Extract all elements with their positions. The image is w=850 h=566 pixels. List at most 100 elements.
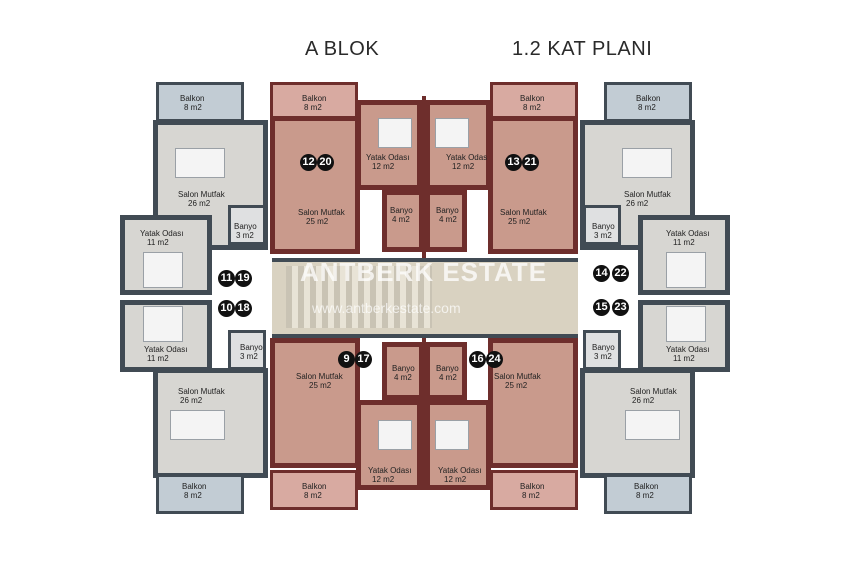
- bathroom-top-left-red: [382, 190, 424, 252]
- block-title: A BLOK: [305, 38, 380, 60]
- balcony-bottom-right-grey: [604, 474, 692, 514]
- salon-label: Salon Mutfak: [296, 372, 343, 381]
- apartment-number-badge: 9: [338, 351, 355, 368]
- apartment-number-badge: 15: [593, 299, 610, 316]
- bedroom-size: 11 m2: [673, 238, 695, 247]
- salon-bottom-right-red: [488, 338, 578, 468]
- bathroom-top-left-grey: [228, 205, 266, 245]
- dining-table: [175, 148, 225, 178]
- salon-label: Salon Mutfak: [630, 387, 677, 396]
- balcony-size: 8 m2: [522, 491, 540, 500]
- dining-table: [622, 148, 672, 178]
- bedroom-label: Yatak Odası: [666, 345, 710, 354]
- balcony-bottom-left-grey: [156, 474, 244, 514]
- apartment-number-badge: 12: [300, 154, 317, 171]
- bedroom-label: Yatak Odası: [438, 466, 482, 475]
- bedroom-size: 12 m2: [452, 162, 475, 171]
- apartment-number-badge: 23: [612, 299, 629, 316]
- apartment-number-badge: 20: [317, 154, 334, 171]
- balcony-label: Balkon: [520, 94, 545, 103]
- salon-size: 25 m2: [306, 217, 329, 226]
- bath-label: Banyo: [436, 364, 459, 373]
- apartment-number-badge: 16: [469, 351, 486, 368]
- balcony-size: 8 m2: [304, 491, 322, 500]
- bed: [378, 420, 412, 450]
- apartment-number-badge: 22: [612, 265, 629, 282]
- bathroom-top-right-red: [425, 190, 467, 252]
- dining-table: [625, 410, 680, 440]
- salon-label: Salon Mutfak: [178, 387, 225, 396]
- balcony-size: 8 m2: [184, 103, 202, 112]
- balcony-label: Balkon: [180, 94, 205, 103]
- salon-top-left-red: [270, 116, 360, 254]
- bedroom-size: 11 m2: [147, 238, 169, 247]
- bathroom-bottom-left-red: [382, 342, 424, 400]
- bathroom-bottom-left-grey: [228, 330, 266, 370]
- apartment-number-badge: 10: [218, 300, 235, 317]
- balcony-label: Balkon: [520, 482, 545, 491]
- bedroom-top-left-red: [356, 100, 422, 190]
- bedroom-size: 11 m2: [673, 354, 695, 363]
- balcony-label: Balkon: [634, 482, 659, 491]
- bath-label: Banyo: [592, 343, 615, 352]
- bath-label: Banyo: [390, 206, 413, 215]
- bed: [666, 252, 706, 288]
- bathroom-top-right-grey: [583, 205, 621, 245]
- bedroom-size: 12 m2: [372, 162, 395, 171]
- salon-top-right-red: [488, 116, 578, 254]
- bedroom-label: Yatak Odası: [144, 345, 188, 354]
- bed: [666, 306, 706, 342]
- salon-label: Salon Mutfak: [298, 208, 345, 217]
- balcony-size: 8 m2: [636, 491, 654, 500]
- salon-size: 26 m2: [632, 396, 655, 405]
- balcony-top-left-red: [270, 82, 358, 120]
- apartment-number-badge: 13: [505, 154, 522, 171]
- bathroom-bottom-right-red: [425, 342, 467, 400]
- apartment-number-badge: 11: [218, 270, 235, 287]
- apartment-number-badge: 21: [522, 154, 539, 171]
- bath-size: 3 m2: [236, 231, 254, 240]
- bed: [143, 306, 183, 342]
- bath-size: 3 m2: [240, 352, 258, 361]
- bath-size: 4 m2: [439, 373, 457, 382]
- apartment-number-badge: 14: [593, 265, 610, 282]
- bedroom-label: Yatak Odası: [666, 229, 710, 238]
- dining-table: [170, 410, 225, 440]
- bath-size: 3 m2: [594, 352, 612, 361]
- party-wall: [422, 96, 426, 258]
- bath-size: 4 m2: [439, 215, 457, 224]
- bath-label: Banyo: [436, 206, 459, 215]
- salon-label: Salon Mutfak: [494, 372, 541, 381]
- salon-size: 26 m2: [180, 396, 203, 405]
- bath-size: 3 m2: [594, 231, 612, 240]
- bedroom-size: 12 m2: [372, 475, 395, 484]
- bed: [435, 118, 469, 148]
- balcony-label: Balkon: [636, 94, 661, 103]
- apartment-number-badge: 17: [355, 351, 372, 368]
- balcony-size: 8 m2: [523, 103, 541, 112]
- apartment-number-badge: 18: [235, 300, 252, 317]
- bedroom-label: Yatak Odası: [368, 466, 412, 475]
- salon-label: Salon Mutfak: [178, 190, 225, 199]
- bath-label: Banyo: [240, 343, 263, 352]
- bedroom-label: Yatak Odası: [140, 229, 184, 238]
- bed: [378, 118, 412, 148]
- bath-label: Banyo: [234, 222, 257, 231]
- balcony-size: 8 m2: [184, 491, 202, 500]
- bedroom-size: 12 m2: [444, 475, 467, 484]
- bath-label: Banyo: [392, 364, 415, 373]
- balcony-label: Balkon: [302, 94, 327, 103]
- apartment-number-badge: 24: [486, 351, 503, 368]
- staircase: [286, 266, 432, 328]
- bed: [435, 420, 469, 450]
- bed: [143, 252, 183, 288]
- bedroom-label: Yatak Odası: [366, 153, 410, 162]
- salon-size: 25 m2: [508, 217, 531, 226]
- salon-size: 25 m2: [309, 381, 332, 390]
- salon-size: 25 m2: [505, 381, 528, 390]
- bath-size: 4 m2: [392, 215, 410, 224]
- balcony-size: 8 m2: [638, 103, 656, 112]
- balcony-size: 8 m2: [304, 103, 322, 112]
- salon-size: 26 m2: [188, 199, 211, 208]
- party-wall: [422, 338, 426, 490]
